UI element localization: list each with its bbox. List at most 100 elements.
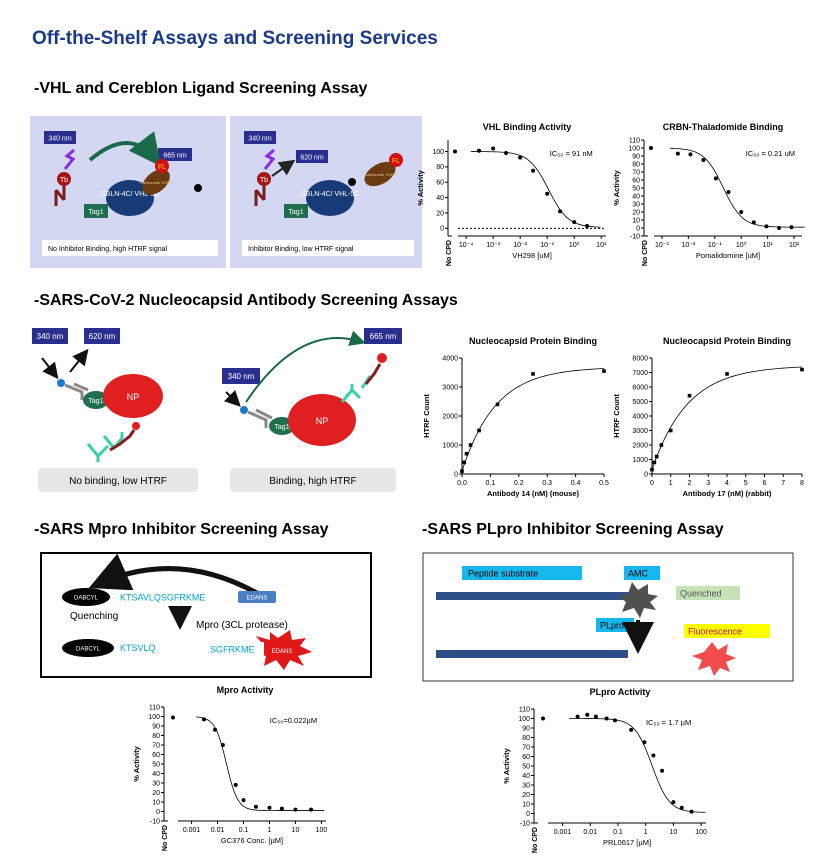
x-tick-label: 10⁰ [736,241,747,249]
y-tick-label: 10 [632,217,640,224]
y-tick-label: 1000 [442,442,458,449]
data-point [652,460,657,465]
amc-label: AMC [628,569,649,579]
np-right-ex-label: 340 nm [228,372,255,381]
y-tick-label: -10 [520,820,530,827]
np-left-caption: No binding, low HTRF [69,476,167,487]
y-tick-label: 100 [518,716,530,723]
data-point [491,146,496,151]
data-point [495,402,500,407]
x-tick-label: 0.2 [514,480,524,487]
ic50-annotation: IC₅₀=0.022µM [270,716,317,725]
x-tick-label: 10⁻³ [655,242,669,249]
data-point [642,740,647,745]
y-tick-label: -10 [630,233,640,240]
y-tick-label: 20 [152,790,160,797]
quench-burst-icon [618,582,658,618]
edans-label-2: EDANS [272,649,293,655]
x-tick-label: 4 [725,480,729,487]
y-tick-label: 70 [632,169,640,176]
data-point [679,805,684,810]
y-tick-label: 100 [148,714,160,721]
y-axis-label: HTRF Count [422,394,431,438]
ic50-annotation: IC₅₀ = 91 nM [550,149,593,158]
ligand-label: Thalidomide VH032 [362,172,398,177]
y-tick-label: 70 [152,742,160,749]
y-axis-label: % Activity [132,745,141,781]
y-tick-label: 70 [522,744,530,751]
data-point [739,210,744,214]
y-tick-label: 110 [519,706,530,713]
tag1-label: Tag1 [88,209,103,216]
section-title-vhl: -VHL and Cereblon Ligand Screening Assay [34,80,368,97]
data-point [545,191,550,196]
data-point [654,454,659,459]
data-point [650,467,654,472]
dabcyl-label-2: DABCYL [76,647,101,653]
data-point [585,712,590,717]
fluorescence-burst-icon [692,642,736,676]
tb-label: Tb [260,177,268,184]
y-tick-label: 10 [522,801,530,808]
x-tick-label: 7 [781,480,785,487]
fragment-2-label: SGFRKME [210,645,255,655]
vhl-left-em-label: 665 nm [163,153,187,160]
x-axis-label: Antibody 17 (nM) (rabbit) [683,489,772,498]
x-axis-label: Antibody 14 (nM) (mouse) [487,489,580,498]
quenching-label: Quenching [70,611,118,622]
vhl-left-caption: No Inhibitor Binding, high HTRF signal [48,246,168,253]
lightning-icon [263,148,276,170]
chart-title: VHL Binding Activity [483,122,572,132]
nocpd-label: No CPD [162,825,169,851]
data-point [612,718,617,723]
nocpd-data-point [171,715,175,720]
data-point [293,807,298,812]
data-point [604,716,609,721]
data-point [687,393,692,398]
lightning-icon [63,148,76,170]
x-tick-label: 10⁰ [569,241,580,249]
fit-curve [470,151,601,228]
x-tick-label: 10⁻³ [486,242,500,249]
y-tick-label: 110 [149,704,160,711]
data-point [800,367,804,372]
y-tick-label: 80 [152,733,160,740]
y-tick-label: 40 [152,771,160,778]
y-axis-label: % Activity [416,169,425,205]
np-right-caption: Binding, high HTRF [269,476,356,487]
data-point [233,782,238,787]
y-tick-label: 0 [156,809,160,816]
x-tick-label: 2 [688,480,692,487]
np-left-ex-label: 340 nm [37,332,64,341]
data-point [764,224,769,229]
x-tick-label: 10⁻⁴ [459,242,474,249]
fl-label: FL [158,164,166,171]
fluorescence-label: Fluorescence [688,627,742,637]
y-tick-label: 90 [522,725,530,732]
y-tick-label: 60 [522,754,530,761]
data-point [531,372,535,376]
x-axis-label: GC376 Conc. [µM] [221,836,283,845]
fit-curve [461,368,605,472]
y-tick-label: 10 [152,799,160,806]
y-tick-label: 20 [522,792,530,799]
fit-curve [651,366,803,470]
y-tick-label: 1000 [632,457,648,464]
x-tick-label: 10⁻¹ [708,242,722,249]
y-tick-label: 6000 [632,384,648,391]
x-tick-label: 6 [763,480,767,487]
vhl-panel-no-inhibitor: 340 nm 665 nm Tb Tag1 CBLN-4C/ VHL-5C Th… [30,116,226,268]
x-tick-label: 100 [316,827,328,834]
data-point [462,460,467,465]
x-tick-label: 10⁻² [513,242,527,249]
cleaved-bar [436,650,628,658]
y-tick-label: 30 [522,782,530,789]
y-tick-label: 110 [629,137,640,144]
x-tick-label: 10 [292,827,300,834]
mpro-diagram: DABCYL KTSAVLQSGFRKME EDANS Quenching Mp… [40,552,372,678]
x-tick-label: 10¹ [596,242,607,249]
data-point [531,168,536,173]
ligand-label: Thalidomide VH032 [138,180,174,185]
x-axis-label: Pomalidomine [uM] [696,251,760,260]
data-point [253,804,258,809]
